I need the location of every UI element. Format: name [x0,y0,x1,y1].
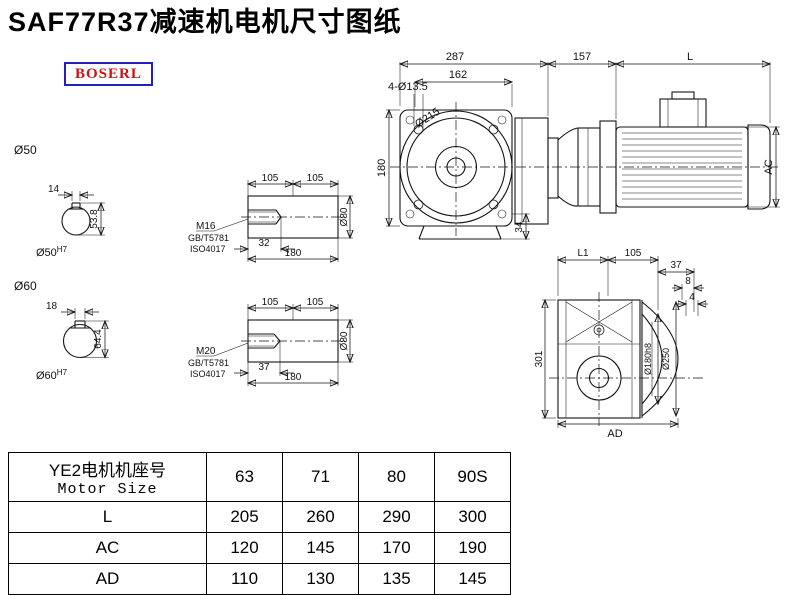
output-d37-dim: 37 [670,260,682,271]
page-title: SAF77R37减速机电机尺寸图纸 [8,7,402,37]
output-flange-dia-dim: Ø250 [661,348,671,370]
shaft-m16-thread-label: M16 [196,221,216,232]
motor-size-table: YE2电机机座号 Motor Size 63 71 80 90S L 205 2… [8,452,511,595]
shaft-m16-std1-label: GB/T5781 [188,233,229,243]
motor-size-header-en: Motor Size [57,481,158,498]
shaft-m20-side-view: 105 105 37 180 Ø80 M20 GB/T5781 ISO4017 [188,297,353,386]
output-height-dim: 301 [534,350,545,367]
row-l-label: L [8,501,207,533]
shaft-m20-std1-label: GB/T5781 [188,358,229,368]
shaft50-fit-label: Ø50H7 [36,245,68,259]
shaft50-keyway-height-dim: 53.8 [89,209,100,229]
motor-size-71-cell: 71 [282,452,359,502]
output-d4-dim: 4 [689,292,695,303]
output-d8-dim: 8 [685,276,691,287]
shaft-m20-dia-dim: Ø80 [339,331,350,350]
brand-logo: BOSERL [64,62,153,86]
shaft-m16-std2-label: ISO4017 [190,244,226,254]
shaft50-section-view: Ø50 14 53.8 Ø50H7 [14,143,105,259]
table-cell: 205 [206,501,283,533]
front-bolt-holes-label: 4-Ø13.5 [388,81,428,93]
output-spigot-dia-dim: Ø180h8 [643,343,653,375]
shaft-m16-seg2-dim: 105 [307,173,324,184]
table-cell: 145 [434,563,511,595]
table-row-l: L 205 260 290 300 [8,501,511,533]
table-cell: 170 [358,532,435,564]
motor-size-header-cn: YE2电机机座号 [48,461,167,480]
output-flange-view: L1 105 37 8 4 301 Ø180h8 Ø250 [534,248,708,440]
shaft60-section-view: Ø60 18 64.4 Ø60H7 [14,279,109,382]
table-cell: 190 [434,532,511,564]
shaft-m20-std2-label: ISO4017 [190,369,226,379]
motor-side-view: 157 L AC [390,51,780,225]
output-l1-dim: L1 [577,248,589,259]
shaft60-keyway-width-dim: 18 [46,301,58,312]
table-cell: 300 [434,501,511,533]
side-motor-od-dim: AC [763,159,775,174]
front-height-dim: 180 [376,159,388,177]
motor-size-80-cell: 80 [358,452,435,502]
side-motor-length-dim: L [687,51,693,63]
shaft-m20-tap-depth-dim: 37 [258,362,270,373]
front-overall-width-dim: 287 [446,51,464,63]
table-cell: 130 [282,563,359,595]
table-cell: 135 [358,563,435,595]
table-cell: 110 [206,563,283,595]
shaft50-keyway-width-dim: 14 [48,184,60,195]
shaft-m16-side-view: 105 105 32 180 Ø80 M16 GB/T5781 ISO4017 [188,173,353,262]
shaft-m16-dia-dim: Ø80 [339,207,350,226]
shaft50-dia-label: Ø50 [14,143,37,157]
table-cell: 120 [206,532,283,564]
brand-logo-text: BOSERL [75,66,142,82]
side-adapter-length-dim: 157 [573,51,591,63]
table-cell: 290 [358,501,435,533]
table-cell: 145 [282,532,359,564]
shaft60-dia-label: Ø60 [14,279,37,293]
table-cell: 260 [282,501,359,533]
shaft-m20-length-dim: 180 [285,372,302,383]
shaft-m16-tap-depth-dim: 32 [258,238,270,249]
front-foot-height-dim: 34 [514,221,525,233]
motor-size-header-cell: YE2电机机座号 Motor Size [8,452,207,502]
motor-size-90s-cell: 90S [434,452,511,502]
technical-drawing: Ø50 14 53.8 Ø50H7 Ø60 [14,51,780,440]
output-ad-dim: AD [607,428,622,440]
shaft-m20-seg1-dim: 105 [262,297,279,308]
table-header-row: YE2电机机座号 Motor Size 63 71 80 90S [8,452,511,502]
table-row-ac: AC 120 145 170 190 [8,532,511,564]
shaft60-fit-label: Ø60H7 [36,368,68,382]
front-inner-width-dim: 162 [449,69,467,81]
output-seg-dim: 105 [625,248,642,259]
shaft-m16-length-dim: 180 [285,248,302,259]
row-ac-label: AC [8,532,207,564]
row-ad-label: AD [8,563,207,595]
motor-size-63-cell: 63 [206,452,283,502]
shaft60-keyway-height-dim: 64.4 [93,329,104,349]
table-row-ad: AD 110 130 135 145 [8,563,511,595]
shaft-m16-seg1-dim: 105 [262,173,279,184]
shaft-m20-thread-label: M20 [196,346,216,357]
shaft-m20-seg2-dim: 105 [307,297,324,308]
